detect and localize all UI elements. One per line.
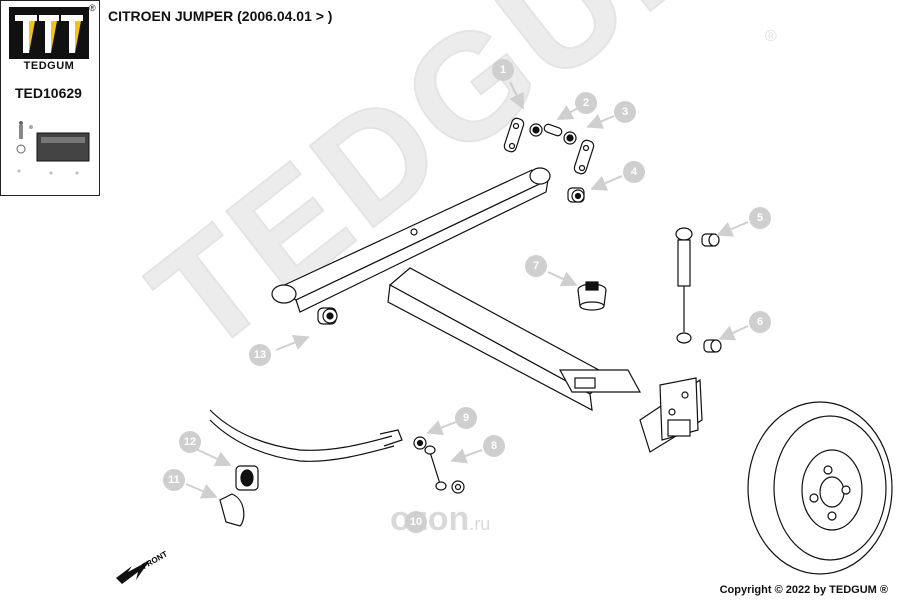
svg-text:13: 13 bbox=[254, 349, 266, 361]
leader-lines bbox=[185, 81, 749, 499]
callout-11: 11 bbox=[163, 469, 185, 491]
callout-2: 2 bbox=[575, 92, 597, 114]
front-direction-arrow-icon: FRONT bbox=[116, 549, 169, 584]
svg-text:4: 4 bbox=[631, 166, 638, 178]
drop-link bbox=[424, 445, 447, 491]
vehicle-title: CITROEN JUMPER (2006.04.01 > ) bbox=[108, 8, 333, 24]
svg-text:10: 10 bbox=[410, 516, 422, 528]
svg-text:9: 9 bbox=[463, 412, 469, 424]
tedgum-logo-icon bbox=[9, 7, 89, 59]
spring-eye-bush bbox=[567, 187, 585, 203]
callout-8: 8 bbox=[483, 435, 505, 457]
callout-5: 5 bbox=[749, 207, 771, 229]
svg-text:11: 11 bbox=[168, 474, 180, 486]
brand-name: TEDGUM bbox=[23, 60, 75, 72]
shackle-bush-2 bbox=[563, 131, 577, 145]
drop-link-bush-top bbox=[413, 436, 427, 450]
part-info-box: ® TEDGUM TED10629 bbox=[0, 0, 100, 196]
stabiliser-clamp bbox=[219, 493, 245, 527]
leaf-spring bbox=[271, 167, 551, 313]
front-spring-bush bbox=[317, 307, 338, 325]
callout-10: 10 bbox=[405, 511, 427, 533]
wheel bbox=[747, 401, 893, 575]
shackle-plate-right bbox=[573, 139, 595, 175]
bump-stop bbox=[577, 281, 607, 311]
copyright-notice: Copyright © 2022 by TEDGUM ® bbox=[719, 584, 888, 596]
svg-text:1: 1 bbox=[500, 64, 506, 76]
chassis-rail bbox=[387, 267, 703, 453]
svg-text:3: 3 bbox=[622, 106, 628, 118]
part-number: TED10629 bbox=[15, 85, 82, 101]
shock-bush-top bbox=[701, 233, 720, 247]
callout-1: 1 bbox=[492, 59, 514, 81]
shackle-pin bbox=[543, 123, 563, 137]
shock-absorber bbox=[675, 227, 693, 344]
kit-thumbnail bbox=[16, 121, 90, 175]
callout-13: 13 bbox=[249, 344, 271, 366]
shackle-plate-left bbox=[503, 117, 525, 153]
drop-link-bush-bottom bbox=[451, 480, 465, 494]
svg-text:12: 12 bbox=[184, 436, 196, 448]
shackle-bush-1 bbox=[529, 123, 543, 137]
registered-mark: ® bbox=[89, 3, 96, 13]
callout-12: 12 bbox=[179, 431, 201, 453]
anti-roll-bar bbox=[209, 409, 403, 462]
callout-4: 4 bbox=[623, 161, 645, 183]
ozon-domain: .ru bbox=[469, 514, 491, 534]
watermark-registered-mark: ® bbox=[765, 28, 777, 45]
svg-text:7: 7 bbox=[533, 260, 539, 272]
stabiliser-bush bbox=[235, 465, 259, 491]
shock-bush-bottom bbox=[703, 339, 722, 353]
callout-9: 9 bbox=[455, 407, 477, 429]
svg-text:5: 5 bbox=[757, 212, 763, 224]
svg-text:8: 8 bbox=[491, 440, 497, 452]
callout-7: 7 bbox=[525, 255, 547, 277]
front-label: FRONT bbox=[141, 549, 169, 571]
svg-text:2: 2 bbox=[583, 97, 589, 109]
callout-3: 3 bbox=[614, 101, 636, 123]
ozon-logo: ozon bbox=[390, 500, 470, 538]
ozon-watermark: ozon.ru bbox=[390, 500, 490, 539]
callout-6: 6 bbox=[749, 311, 771, 333]
svg-text:6: 6 bbox=[757, 316, 763, 328]
